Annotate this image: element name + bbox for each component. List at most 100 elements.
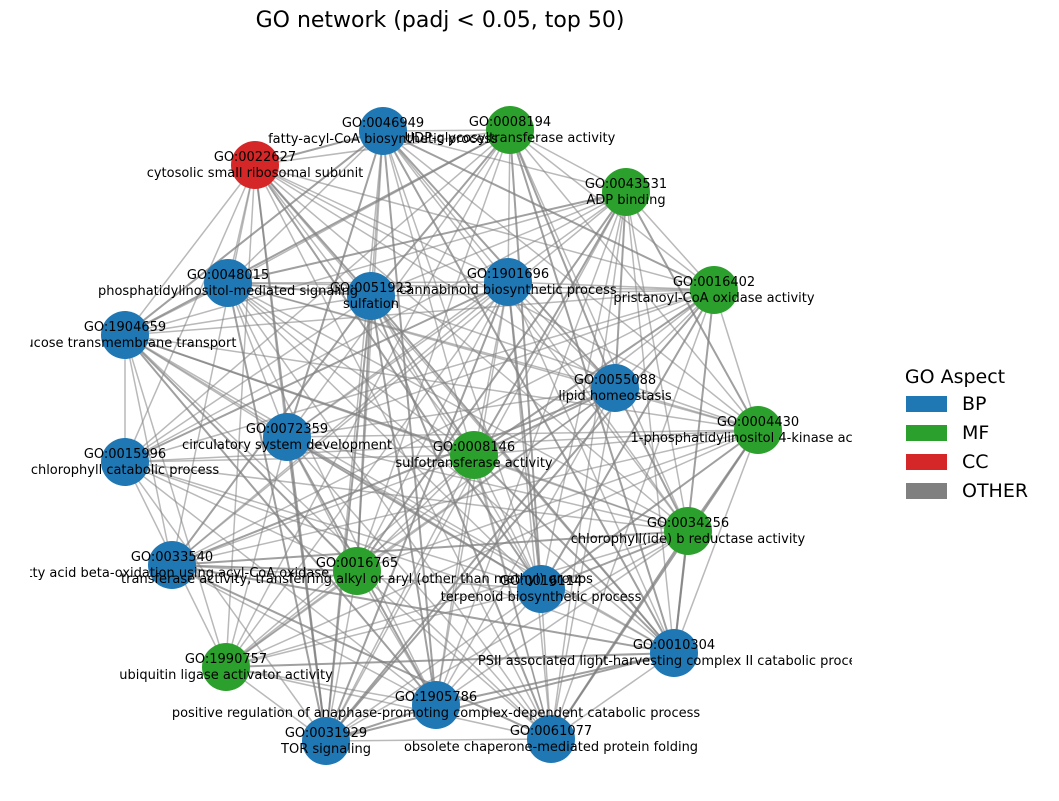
node-name-label: UDP-glycosyltransferase activity — [405, 131, 616, 146]
network-node — [333, 547, 381, 595]
network-edge — [225, 588, 542, 668]
node-name-label: 1-phosphatidylinositol 4-kinase activity — [630, 431, 885, 446]
network-edge — [550, 289, 715, 740]
node-id-label: GO:1905786 — [395, 690, 477, 705]
network-edge — [356, 281, 509, 572]
network-edge — [225, 666, 437, 706]
node-name-label: circulatory system development — [182, 438, 392, 453]
network-edge — [124, 334, 675, 654]
node-name-label: TOR signaling — [280, 742, 371, 757]
legend-label: OTHER — [962, 480, 1028, 502]
network-node — [484, 258, 532, 306]
network-edge — [550, 652, 675, 740]
network-nodes — [101, 106, 782, 765]
network-node — [263, 413, 311, 461]
network-edge — [124, 461, 675, 654]
node-id-label: GO:0033540 — [131, 550, 213, 565]
node-id-label: GO:0016765 — [316, 556, 398, 571]
node-id-label: GO:0016402 — [673, 275, 755, 290]
legend-swatch — [906, 483, 947, 499]
node-id-label: GO:0034256 — [647, 516, 729, 531]
network-edge — [325, 530, 689, 742]
network-edge — [171, 564, 358, 572]
network-node — [148, 541, 196, 589]
network-node — [602, 168, 650, 216]
legend-swatch — [906, 454, 947, 470]
network-edge — [124, 289, 715, 336]
legend-title: GO Aspect — [905, 366, 1005, 388]
network-edge — [124, 295, 372, 336]
node-id-label: GO:0061077 — [510, 724, 592, 739]
network-node — [347, 272, 395, 320]
network-edge — [254, 164, 552, 740]
network-edge — [614, 387, 689, 532]
network-edge — [540, 429, 759, 590]
network-edge — [227, 282, 715, 291]
network-edge — [254, 164, 542, 590]
network-edge — [325, 454, 475, 742]
legend-label: CC — [962, 451, 989, 473]
network-edge — [124, 429, 759, 463]
network-node — [517, 565, 565, 613]
network-node — [527, 715, 575, 763]
network-edge — [227, 191, 627, 284]
node-name-label: cannabinoid biosynthetic process — [399, 283, 617, 298]
network-edge — [370, 295, 759, 431]
network-edge — [286, 436, 542, 590]
network-edge — [225, 164, 256, 668]
network-edge — [625, 191, 689, 532]
network-node — [450, 431, 498, 479]
network-edge — [171, 191, 627, 566]
network-node — [591, 364, 639, 412]
node-name-label: PSII associated light-harvesting complex… — [478, 654, 871, 669]
network-edge — [507, 281, 675, 654]
node-id-label: GO:0004430 — [717, 415, 799, 430]
node-id-label: GO:0055088 — [574, 373, 656, 388]
network-edge — [124, 164, 256, 336]
network-edge — [227, 282, 437, 706]
network-edge — [713, 289, 759, 431]
network-edge — [325, 738, 552, 742]
network-edge — [171, 564, 675, 654]
network-edge — [286, 429, 759, 438]
node-name-label: lipid homeostasis — [558, 389, 672, 404]
network-edge — [124, 129, 511, 463]
network-edge — [225, 429, 759, 668]
network-edge — [225, 666, 552, 740]
network-edge — [286, 289, 715, 438]
node-id-label: GO:0008146 — [433, 440, 515, 455]
node-id-label: GO:0048015 — [187, 268, 269, 283]
network-edge — [614, 387, 759, 431]
network-node — [302, 717, 350, 765]
node-name-label: cytosolic small ribosomal subunit — [147, 166, 364, 181]
network-edge — [507, 129, 511, 283]
network-edge — [124, 334, 552, 740]
network-edge — [171, 281, 509, 566]
network-edge — [473, 454, 675, 654]
network-edge — [171, 387, 616, 566]
network-edge — [286, 436, 689, 532]
network-node — [690, 266, 738, 314]
network-edge — [124, 461, 542, 590]
node-name-label: fatty acid beta-oxidation using acyl-CoA… — [15, 566, 329, 581]
network-edge — [473, 429, 759, 456]
network-edge — [370, 295, 552, 740]
network-edge — [124, 454, 475, 463]
node-name-label: positive regulation of anaphase-promotin… — [172, 706, 701, 721]
network-edge — [171, 564, 552, 740]
network-edge — [370, 191, 627, 297]
network-node — [101, 311, 149, 359]
network-edge — [540, 530, 689, 590]
network-edge — [325, 588, 542, 742]
network-edge — [124, 191, 627, 336]
node-name-label: sulfotransferase activity — [395, 456, 553, 471]
network-node — [412, 681, 460, 729]
network-edge — [435, 454, 475, 706]
network-edge — [673, 429, 759, 654]
network-edge — [124, 130, 384, 336]
node-id-label: GO:0046949 — [342, 116, 424, 131]
network-edge — [124, 334, 173, 566]
node-id-label: GO:1990757 — [185, 652, 267, 667]
